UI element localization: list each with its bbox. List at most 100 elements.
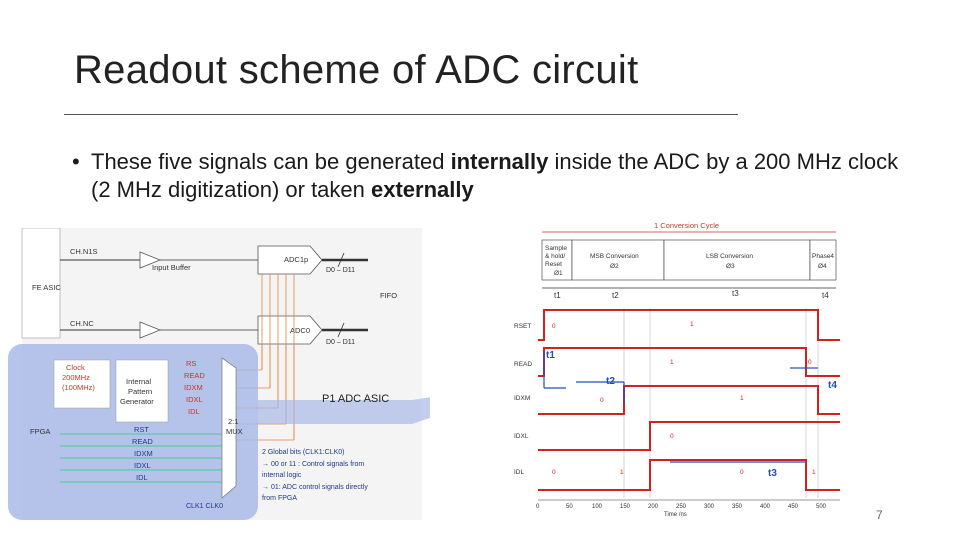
input-buffer-top [139, 251, 162, 269]
callout-label: P1 ADC ASIC [322, 393, 389, 405]
svg-text:IDXM: IDXM [514, 395, 530, 402]
svg-text:1: 1 [670, 359, 674, 366]
t-top-labels: t1 t2 t3 t4 [554, 289, 829, 300]
svg-text:IDL: IDL [188, 407, 200, 416]
svg-text:READ: READ [184, 371, 205, 380]
svg-text:→ 01: ADC control signals dire: → 01: ADC control signals directly [262, 484, 368, 491]
phase-2-box [571, 239, 665, 281]
waveforms [538, 309, 840, 491]
fe-asic-block [21, 228, 61, 339]
adc-bottom-label: ADC0 [290, 326, 310, 335]
svg-text:→ 00 or 11 : Control signals f: → 00 or 11 : Control signals from [262, 461, 364, 468]
adc-top-block [257, 245, 323, 275]
svg-text:150: 150 [620, 504, 631, 510]
marker-t4: t4 [828, 380, 837, 391]
signal-top-label: CH.N1S [70, 247, 98, 256]
signal-bottom-label: CH.NC [70, 319, 94, 328]
fifo-label: FIFO [380, 291, 397, 300]
svg-text:RS: RS [186, 359, 196, 368]
svg-text:250: 250 [676, 504, 687, 510]
svg-text:350: 350 [732, 504, 743, 510]
phase-3-box [663, 239, 811, 281]
svg-text:IDXL: IDXL [514, 433, 529, 440]
bullet-text: These five signals can be generated inte… [91, 148, 911, 204]
fpga-label: FPGA [30, 427, 50, 436]
svg-text:RSET: RSET [514, 323, 531, 330]
clock-block [53, 359, 111, 409]
svg-text:LSB Conversion: LSB Conversion [706, 253, 753, 260]
svg-text:from FPGA: from FPGA [262, 495, 297, 502]
adc-top-label: ADC1p [284, 255, 308, 264]
fe-asic-label: FE ASIC [32, 283, 61, 292]
svg-text:MSB Conversion: MSB Conversion [590, 253, 639, 260]
signal-names: RSET READ IDXM IDXL IDL [514, 323, 532, 476]
svg-text:0: 0 [552, 323, 556, 330]
svg-text:t4: t4 [822, 291, 829, 300]
svg-text:Sample: Sample [545, 245, 567, 252]
svg-text:Phase4: Phase4 [812, 253, 834, 260]
timing-markers [543, 352, 818, 463]
svg-text:Reset: Reset [545, 261, 562, 268]
svg-text:500: 500 [816, 504, 827, 510]
svg-text:1: 1 [812, 469, 816, 476]
svg-text:RST: RST [134, 425, 149, 434]
bullet-dot: • [72, 149, 80, 174]
marker-t1: t1 [546, 350, 555, 361]
timing-diagram: 1 Conversion Cycle Sample& hold/ResetØ1 … [500, 218, 860, 522]
marker-t2: t2 [606, 376, 615, 387]
svg-text:200: 200 [648, 504, 659, 510]
svg-text:0: 0 [600, 397, 604, 404]
ext-input-lines [60, 433, 222, 483]
pattern-generator-block [115, 359, 169, 423]
svg-text:IDXM: IDXM [134, 449, 153, 458]
svg-text:50: 50 [566, 504, 573, 510]
svg-text:1: 1 [740, 395, 744, 402]
svg-text:t2: t2 [612, 291, 619, 300]
phase-4-box [809, 239, 837, 281]
page-title: Readout scheme of ADC circuit [74, 48, 639, 92]
bullet-text-pre: These five signals can be generated [91, 149, 451, 174]
svg-text:& hold/: & hold/ [545, 253, 565, 260]
title-divider [64, 114, 738, 115]
clk-label: CLK1 CLK0 [186, 503, 223, 510]
svg-text:IDL: IDL [136, 473, 148, 482]
svg-text:0: 0 [740, 469, 744, 476]
svg-text:100: 100 [592, 504, 603, 510]
svg-text:Ø1: Ø1 [554, 270, 563, 277]
mux-block [221, 357, 237, 499]
svg-text:internal logic: internal logic [262, 472, 302, 479]
marker-t3: t3 [768, 468, 777, 479]
svg-text:t1: t1 [554, 291, 561, 300]
svg-text:0: 0 [536, 504, 540, 510]
adc-block-diagram: FE ASIC CH.N1S CH.NC Input Buffer ADC1p … [8, 228, 430, 520]
bus-bottom-label: D0 – D11 [326, 339, 355, 346]
bus-top-label: D0 – D11 [326, 267, 355, 274]
svg-text:READ: READ [132, 437, 153, 446]
bullet-text-mid: inside the ADC by a 200 MHz clock (2 MHz… [91, 149, 899, 202]
svg-text:Ø3: Ø3 [726, 263, 735, 270]
svg-text:IDXM: IDXM [184, 383, 203, 392]
bullet-emph-internally: internally [450, 149, 549, 174]
svg-text:IDL: IDL [514, 469, 525, 476]
svg-text:450: 450 [788, 504, 799, 510]
svg-text:IDXL: IDXL [134, 461, 151, 470]
svg-text:READ: READ [514, 361, 532, 368]
x-axis-label: Time /ns [664, 512, 687, 518]
svg-text:0: 0 [808, 359, 812, 366]
ext-inputs: RST READ IDXM IDXL IDL [132, 425, 153, 482]
callout-arrow [258, 397, 430, 424]
svg-text:1: 1 [690, 321, 694, 328]
svg-text:400: 400 [760, 504, 771, 510]
svg-text:0: 0 [552, 469, 556, 476]
svg-text:t3: t3 [732, 289, 739, 298]
input-buffer-bottom [139, 321, 162, 339]
input-buffer-label: Input Buffer [152, 263, 191, 272]
marker-labels: t1 t2 t3 t4 [546, 350, 837, 479]
svg-text:Ø4: Ø4 [818, 263, 827, 270]
